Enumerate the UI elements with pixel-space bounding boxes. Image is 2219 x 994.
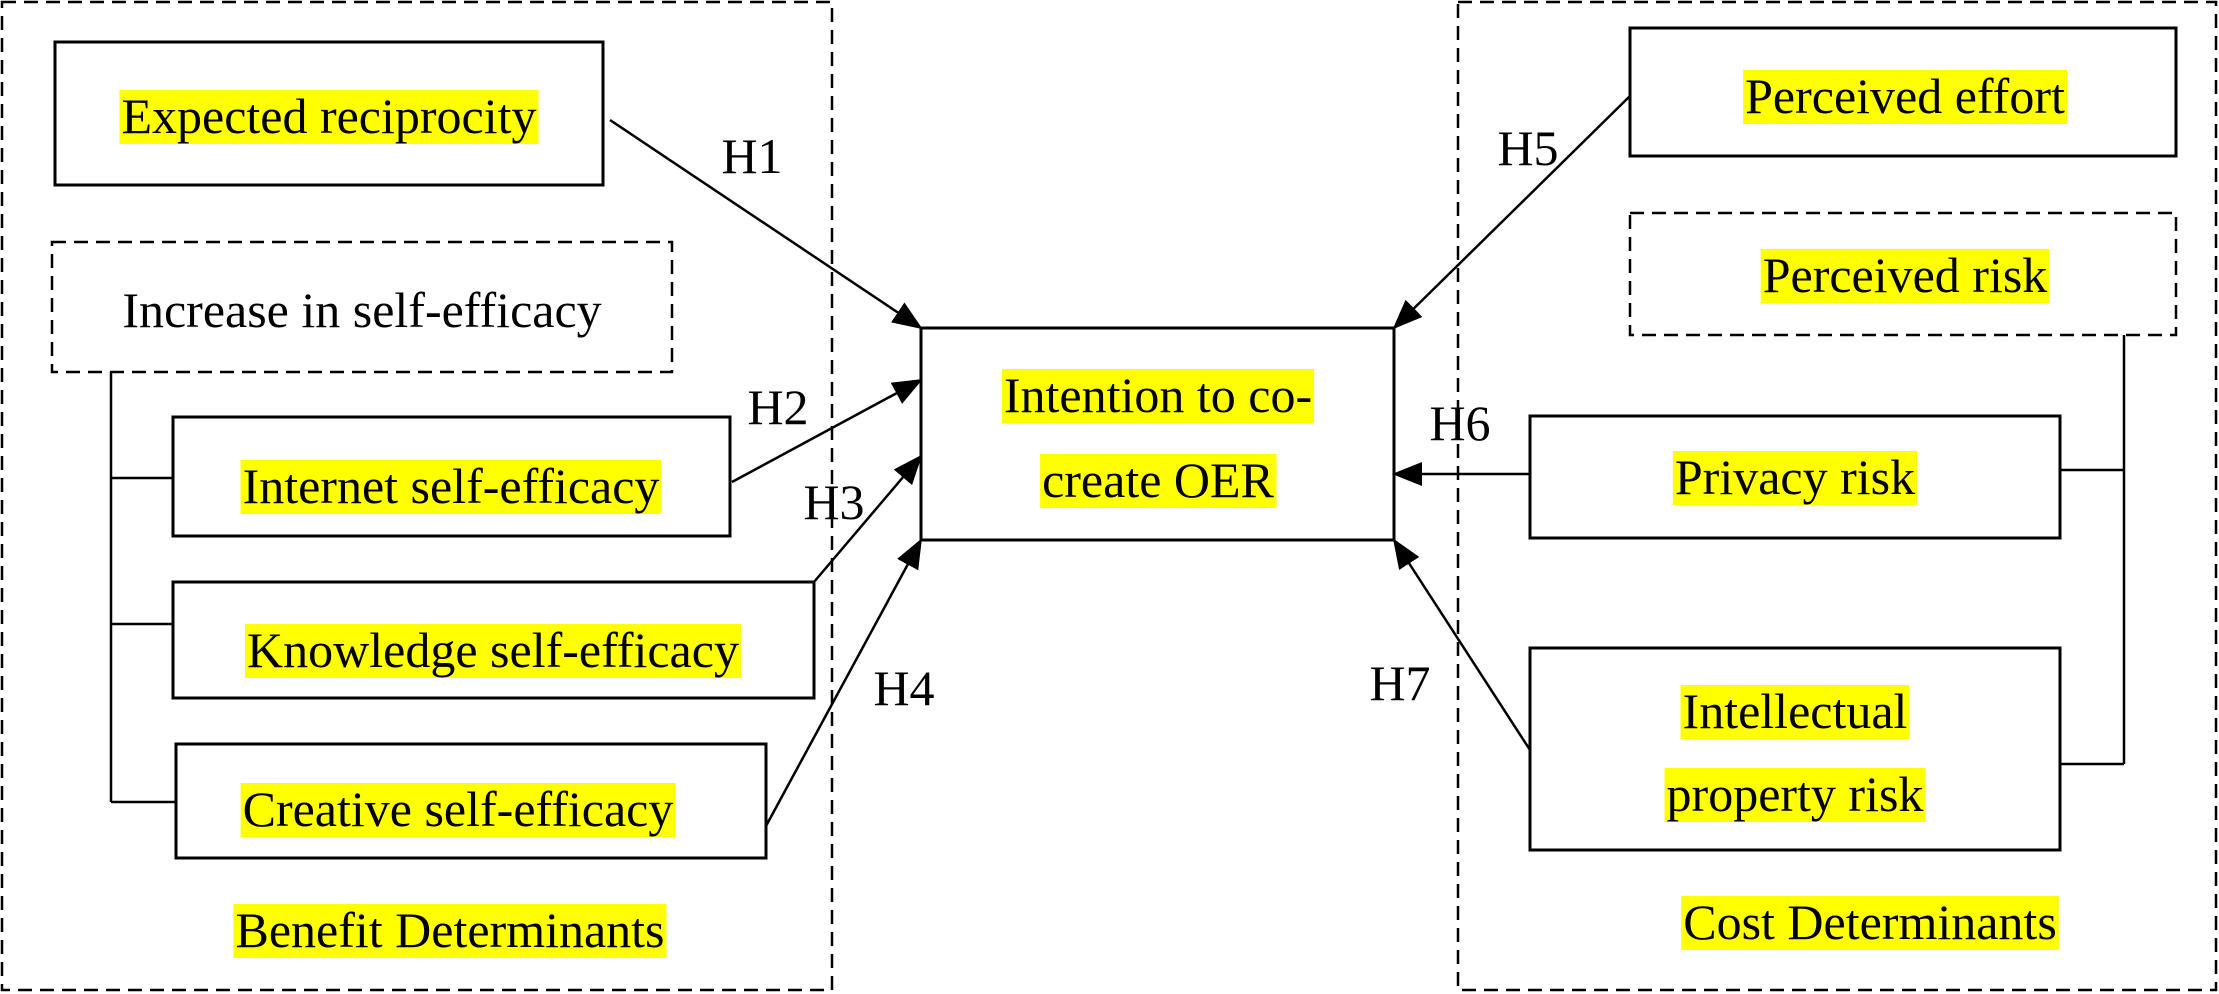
knowledge-self-efficacy-label-highlight — [245, 624, 741, 678]
perceived-risk-label: Perceived risk — [1763, 247, 2048, 303]
hypothesis-label-h5: H5 — [1497, 120, 1558, 176]
intention-line-2-highlight — [1040, 454, 1277, 508]
intellectual-property-risk-line-2: property risk — [1667, 766, 1924, 822]
benefit-determinants-label-highlight — [233, 904, 667, 958]
knowledge-self-efficacy-label: Knowledge self-efficacy — [247, 622, 739, 678]
internet-self-efficacy-label-highlight — [240, 460, 662, 514]
hypothesis-label-h6: H6 — [1429, 395, 1490, 451]
intellectual-property-risk-line-2-highlight — [1664, 768, 1926, 822]
benefit-determinants-frame — [0, 0, 834, 992]
perceived-effort-label: Perceived effort — [1745, 68, 2065, 124]
intention-line-1-highlight — [1001, 369, 1315, 423]
expected-reciprocity-box — [53, 40, 605, 187]
h4-arrow — [764, 538, 923, 827]
hypothesis-label-h4: H4 — [873, 660, 934, 716]
hypothesis-label-h1: H1 — [721, 128, 782, 184]
h1-arrow — [609, 118, 923, 330]
privacy-risk-box — [1528, 414, 2062, 540]
cost-determinants-frame — [1456, 0, 2218, 992]
cost-determinants-label-highlight — [1681, 896, 2059, 950]
h2-arrow — [731, 378, 923, 484]
h3-arrow — [813, 454, 923, 583]
creative-self-efficacy-label: Creative self-efficacy — [243, 781, 674, 837]
increase-self-efficacy-label: Increase in self-efficacy — [122, 282, 601, 338]
creative-self-efficacy-label-highlight — [240, 783, 676, 837]
intellectual-property-risk-line-1: Intellectual — [1683, 683, 1908, 739]
h5-arrow — [1392, 95, 1631, 330]
intention-to-co-create-oer-box — [919, 326, 1396, 542]
expected-reciprocity-label: Expected reciprocity — [121, 88, 536, 144]
knowledge-self-efficacy-box — [171, 580, 816, 700]
hypothesis-label-h3: H3 — [803, 474, 864, 530]
h7-arrow — [1392, 538, 1532, 751]
perceived-risk-label-highlight — [1760, 249, 2050, 303]
hypothesis-label-h2: H2 — [747, 379, 808, 435]
intention-line-1: Intention to co- — [1004, 367, 1312, 423]
cost-determinants-label: Cost Determinants — [1683, 894, 2057, 950]
internet-self-efficacy-label: Internet self-efficacy — [243, 458, 660, 514]
perceived-risk-bracket — [2060, 335, 2126, 766]
privacy-risk-label-highlight — [1672, 451, 1918, 505]
increase-self-efficacy-box — [50, 240, 674, 374]
intellectual-property-risk-line-1-highlight — [1680, 685, 1910, 739]
perceived-risk-box — [1628, 211, 2178, 337]
perceived-effort-box — [1628, 26, 2178, 158]
expected-reciprocity-label-highlight — [119, 90, 539, 144]
perceived-effort-label-highlight — [1743, 70, 2067, 124]
internet-self-efficacy-box — [171, 415, 732, 538]
intention-line-2: create OER — [1042, 452, 1274, 508]
hypothesis-label-h7: H7 — [1369, 655, 1430, 711]
benefit-determinants-label: Benefit Determinants — [235, 902, 664, 958]
privacy-risk-label: Privacy risk — [1675, 449, 1915, 505]
self-efficacy-bracket — [109, 372, 176, 804]
